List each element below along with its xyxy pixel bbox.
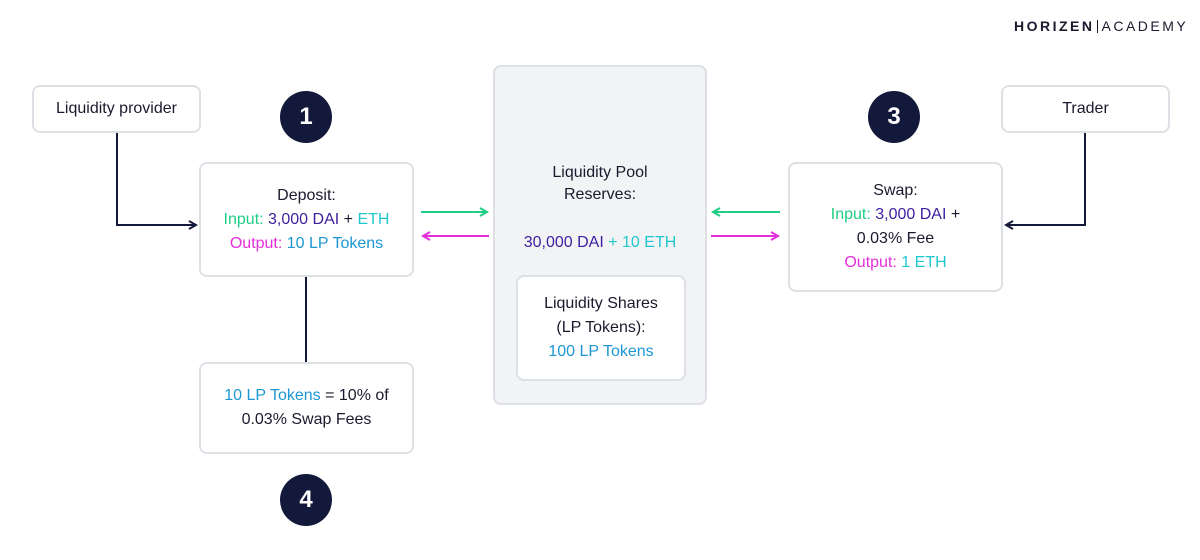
swap-input-label: Input: xyxy=(830,206,871,223)
shares-line1: Liquidity Shares xyxy=(544,295,658,312)
pool-reserve-eth: + 10 ETH xyxy=(608,234,677,251)
fees-share-text: = 10% of xyxy=(325,387,389,404)
liquidity-provider-label: Liquidity provider xyxy=(56,100,177,117)
fees-box: 10 LP Tokens = 10% of 0.03% Swap Fees xyxy=(199,362,414,454)
swap-input-line: Input: 3,000 DAI + xyxy=(831,203,960,227)
deposit-box: Deposit: Input: 3,000 DAI + ETH Output: … xyxy=(199,162,414,277)
swap-title: Swap: xyxy=(873,182,918,199)
fees-line1: 10 LP Tokens = 10% of xyxy=(224,384,388,408)
fees-line2: 0.03% Swap Fees xyxy=(241,411,372,428)
fees-tokens: 10 LP Tokens xyxy=(224,387,321,404)
pool-title-line1: Liquidity Pool xyxy=(552,164,648,181)
deposit-input-line: Input: 3,000 DAI + ETH xyxy=(224,208,390,232)
deposit-input-label: Input: xyxy=(223,210,264,228)
pool-reserves: 30,000 DAI + 10 ETH xyxy=(495,231,705,255)
swap-input-amount: 3,000 DAI xyxy=(875,206,947,223)
liquidity-pool-panel: Liquidity Pool Reserves: 30,000 DAI + 10… xyxy=(493,65,707,405)
pool-reserve-dai: 30,000 DAI xyxy=(523,234,604,251)
liquidity-provider-box: Liquidity provider xyxy=(32,85,201,133)
pool-title-line2: Reserves: xyxy=(563,186,637,203)
deposit-output-label: Output: xyxy=(229,234,283,252)
logo-sub: ACADEMY xyxy=(1101,18,1189,34)
logo-divider xyxy=(1096,19,1098,33)
logo-brand: HORIZEN xyxy=(1014,18,1095,34)
deposit-input-amount: 3,000 DAI xyxy=(268,210,340,228)
step-4-badge: 4 xyxy=(280,474,332,526)
deposit-output-amount: 10 LP Tokens xyxy=(286,234,384,252)
liquidity-shares-box: Liquidity Shares (LP Tokens): 100 LP Tok… xyxy=(516,275,686,381)
shares-amount: 100 LP Tokens xyxy=(548,343,654,360)
pool-title: Liquidity Pool Reserves: xyxy=(495,162,705,206)
deposit-output-line: Output: 10 LP Tokens xyxy=(230,232,383,256)
deposit-input-asset: ETH xyxy=(357,210,390,228)
shares-line2: (LP Tokens): xyxy=(556,319,646,336)
deposit-plus: + xyxy=(343,210,353,228)
swap-box: Swap: Input: 3,000 DAI + 0.03% Fee Outpu… xyxy=(788,162,1003,292)
provider-to-deposit-arrow xyxy=(116,133,196,225)
swap-output-label: Output: xyxy=(844,254,897,271)
step-1-badge: 1 xyxy=(280,91,332,143)
horizen-academy-logo: HORIZEN ACADEMY xyxy=(1014,18,1188,34)
trader-label: Trader xyxy=(1062,100,1109,117)
swap-output-line: Output: 1 ETH xyxy=(844,251,946,275)
swap-plus: + xyxy=(950,206,961,223)
deposit-title: Deposit: xyxy=(277,186,336,204)
swap-output-amount: 1 ETH xyxy=(901,254,947,271)
step-3-badge: 3 xyxy=(868,91,920,143)
trader-box: Trader xyxy=(1001,85,1170,133)
trader-to-swap-arrow xyxy=(1006,133,1086,225)
swap-fee: 0.03% Fee xyxy=(856,230,935,247)
